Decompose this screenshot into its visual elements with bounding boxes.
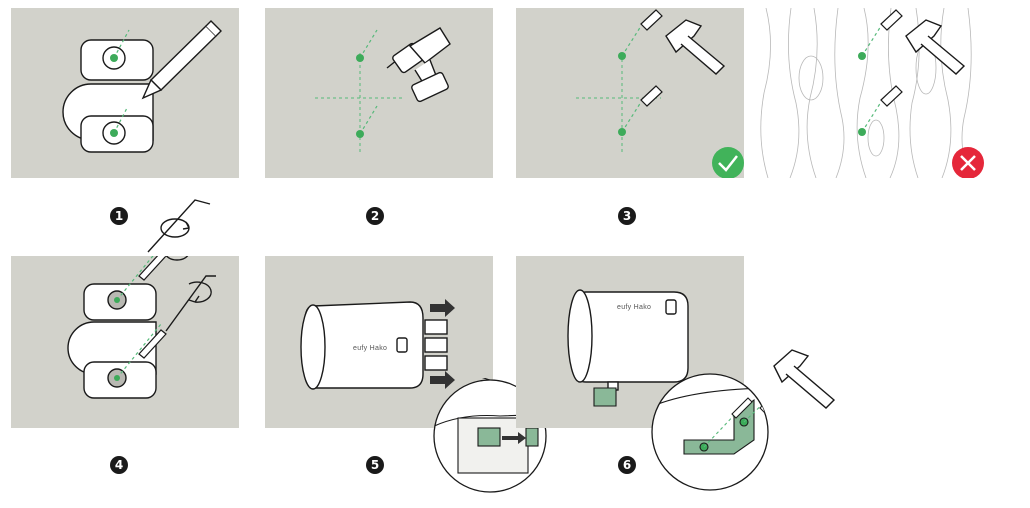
guide-line — [113, 29, 130, 59]
pencil-icon — [141, 20, 222, 100]
hole-mark — [114, 375, 120, 381]
panel-background — [516, 8, 744, 178]
hole-mark — [618, 52, 626, 60]
panel-step-3-correct — [516, 8, 744, 178]
wall-anchor-icon — [640, 9, 663, 107]
hole-mark — [858, 52, 866, 60]
wall-anchor-icon — [880, 9, 903, 107]
hammer-step-6 — [770, 344, 842, 410]
mounting-template — [67, 283, 157, 399]
hole-mark — [356, 130, 364, 138]
hole-mark — [618, 128, 626, 136]
wood-grain — [760, 8, 972, 178]
panel-step-1 — [11, 8, 239, 178]
panel-step-3-incorrect — [756, 8, 984, 178]
step-number-2: 2 — [366, 207, 384, 225]
allen-key-icon — [147, 199, 211, 253]
allen-key-icon — [165, 256, 216, 332]
step-number-4: 4 — [110, 456, 128, 474]
allen-key-top — [140, 190, 230, 260]
hole-mark — [110, 129, 118, 137]
hole-mark — [356, 54, 364, 62]
detail-zoom-6 — [644, 370, 794, 494]
panel-step-4 — [11, 256, 239, 428]
camera-brand-label: eufy Hako — [617, 304, 652, 311]
drill-icon — [386, 27, 451, 103]
wall-bracket-icon — [593, 387, 617, 407]
hole-mark — [110, 54, 118, 62]
hole-mark — [858, 128, 866, 136]
check-icon — [712, 147, 744, 178]
step-number-6: 6 — [618, 456, 636, 474]
step-number-3: 3 — [618, 207, 636, 225]
arrow-icon — [430, 299, 455, 389]
camera-brand-label: eufy Hako — [353, 345, 388, 352]
camera-icon — [300, 301, 448, 390]
hammer-icon — [905, 19, 966, 75]
step-number-5: 5 — [366, 456, 384, 474]
panel-step-2 — [265, 8, 493, 178]
cross-icon — [952, 147, 984, 178]
hammer-icon — [665, 19, 726, 75]
camera-icon — [567, 289, 689, 391]
panel-step-5 — [265, 256, 493, 428]
panel-background — [265, 8, 493, 178]
step-number-1: 1 — [110, 207, 128, 225]
guide-line — [113, 107, 128, 134]
wood-background — [756, 8, 984, 178]
hammer-icon — [773, 349, 836, 409]
screw-icon — [138, 256, 167, 359]
hole-mark — [114, 297, 120, 303]
